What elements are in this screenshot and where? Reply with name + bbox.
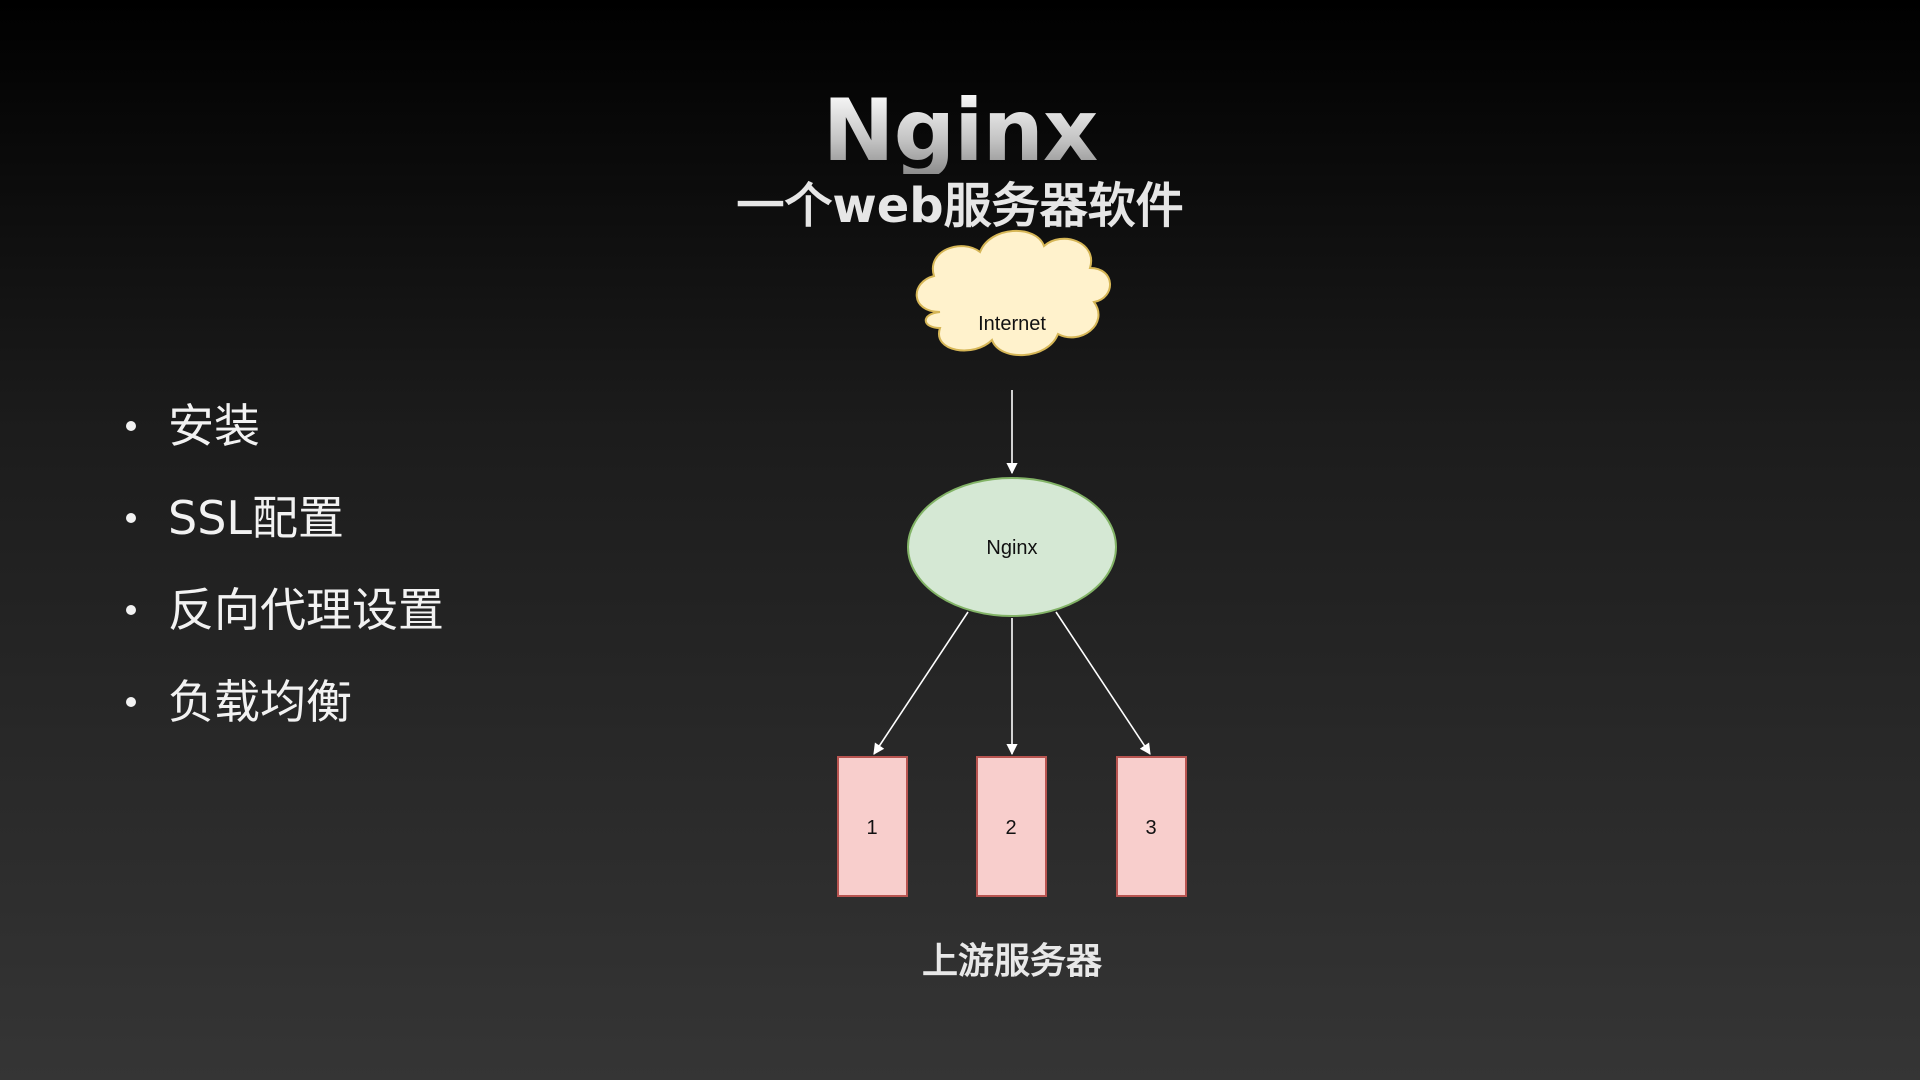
server-label: 3 bbox=[1145, 817, 1156, 839]
internet-cloud-node: Internet bbox=[915, 230, 1111, 356]
bullet-item-ssl: SSL配置 bbox=[120, 472, 444, 564]
server-label: 1 bbox=[866, 817, 877, 839]
bullet-label: 安装 bbox=[168, 399, 260, 453]
bullet-label: 反向代理设置 bbox=[168, 583, 444, 637]
server-box bbox=[837, 756, 908, 897]
bullet-dot-icon bbox=[126, 513, 136, 523]
nginx-label: Nginx bbox=[986, 537, 1037, 559]
bullet-dot-icon bbox=[126, 421, 136, 431]
upstream-servers-label: 上游服务器 bbox=[921, 941, 1102, 982]
edge-nginx-to-server-3 bbox=[1055, 611, 1151, 755]
bullet-label: 负载均衡 bbox=[168, 675, 352, 729]
internet-label: Internet bbox=[978, 313, 1046, 335]
bullet-label: SSL配置 bbox=[168, 491, 345, 545]
bullet-list: 安装 SSL配置 反向代理设置 负载均衡 bbox=[120, 380, 444, 748]
bullet-item-install: 安装 bbox=[120, 380, 444, 472]
slide-title: Nginx bbox=[0, 88, 1920, 174]
nginx-ellipse bbox=[907, 477, 1117, 617]
nginx-node: Nginx bbox=[907, 477, 1117, 617]
server-node-3: 3 bbox=[1116, 756, 1187, 897]
server-node-1: 1 bbox=[837, 756, 908, 897]
cloud-icon bbox=[915, 230, 1111, 356]
server-box bbox=[1116, 756, 1187, 897]
slide-subtitle: 一个web服务器软件 bbox=[736, 178, 1184, 234]
server-node-2: 2 bbox=[976, 756, 1047, 897]
bullet-item-reverse-proxy: 反向代理设置 bbox=[120, 564, 444, 656]
bullet-item-load-balancing: 负载均衡 bbox=[120, 656, 444, 748]
bullet-dot-icon bbox=[126, 697, 136, 707]
server-label: 2 bbox=[1005, 817, 1016, 839]
server-box bbox=[976, 756, 1047, 897]
edge-nginx-to-server-1 bbox=[873, 611, 969, 755]
bullet-dot-icon bbox=[126, 605, 136, 615]
